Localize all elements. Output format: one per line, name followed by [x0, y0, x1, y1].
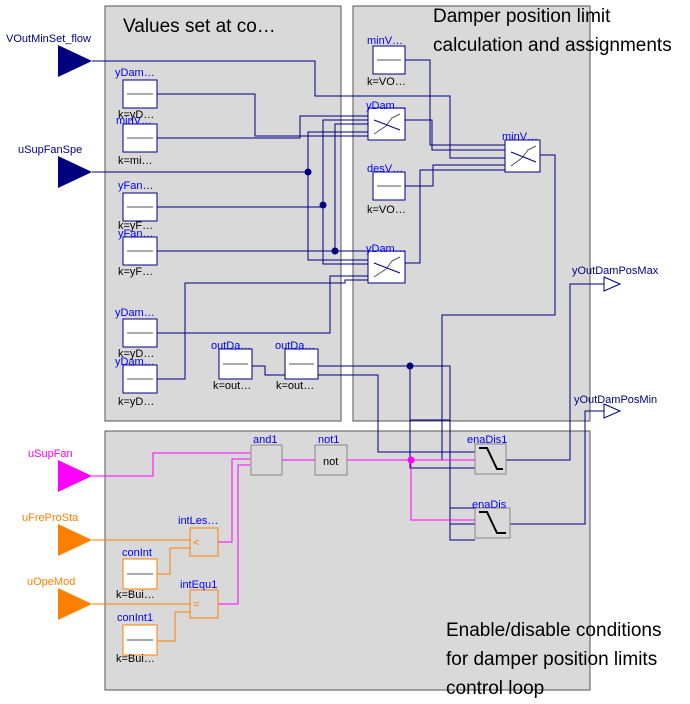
const-outdam-2-param: k=out… — [276, 380, 314, 392]
line-block-right-name: minV… — [502, 131, 538, 143]
limit-group-title-line2: calculation and assignments — [433, 35, 672, 56]
intequ1-block[interactable]: = intEqu1 — [180, 579, 219, 619]
input-u-fre-pro-sta[interactable]: uFreProSta — [22, 512, 92, 556]
const-conint-param: k=Bui… — [116, 589, 155, 601]
const-minv-1[interactable]: minV… k=mi… — [116, 115, 158, 167]
intles-block[interactable]: < intLes… — [178, 515, 219, 557]
enadis-switch[interactable]: enaDis — [472, 499, 511, 539]
intequ1-name: intEqu1 — [180, 579, 217, 591]
const-conint1-param: k=Bui… — [116, 653, 155, 665]
const-yfan-2[interactable]: yFan… k=yF… — [118, 228, 158, 278]
const-yfan-2-param: k=yF… — [118, 266, 153, 278]
line-block-upper[interactable]: yDam… — [366, 100, 406, 141]
intequ1-symbol: = — [193, 599, 199, 611]
const-conint[interactable]: conInt k=Bui… — [116, 547, 158, 601]
line-block-right[interactable]: minV… — [502, 131, 541, 173]
const-ydam-1-param: k=yD… — [118, 109, 154, 121]
integer-signal-wires — [92, 539, 190, 642]
const-ydam-3[interactable]: yDam… k=yD… — [115, 356, 158, 408]
line-block-upper-name: yDam… — [366, 100, 406, 112]
enadis1-switch[interactable]: enaDis1 — [467, 434, 507, 475]
output-y-out-dam-pos-max-label: yOutDamPosMax — [572, 265, 659, 277]
const-outdam-2[interactable]: outDa… k=out… — [275, 340, 319, 392]
const-ydam-3-name: yDam… — [115, 356, 155, 368]
limit-group-title-line1: Damper position limit — [433, 6, 611, 27]
input-u-sup-fan-label: uSupFan — [28, 448, 73, 460]
const-outdam-1-name: outDa… — [211, 340, 251, 352]
const-ydam-3-param: k=yD… — [118, 396, 154, 408]
const-yfan-1[interactable]: yFan… k=yF… — [118, 180, 158, 232]
const-yfan-2-name: yFan… — [118, 228, 153, 240]
input-vout-min-set-flow[interactable]: VOutMinSet_flow — [6, 33, 92, 77]
enadis-name: enaDis — [472, 499, 507, 511]
const-outdam-1[interactable]: outDa… k=out… — [211, 340, 253, 392]
const-minv-right-name: minV… — [367, 35, 403, 47]
const-ydam-1[interactable]: yDam… k=yD… — [115, 67, 158, 121]
const-conint1[interactable]: conInt1 k=Bui… — [116, 612, 158, 665]
output-y-out-dam-pos-min[interactable]: yOutDamPosMin — [574, 394, 657, 419]
const-ydam-2[interactable]: yDam… k=yD… — [115, 307, 158, 360]
input-vout-min-set-flow-label: VOutMinSet_flow — [6, 33, 91, 45]
input-u-sup-fan-spe[interactable]: uSupFanSpe — [18, 144, 92, 188]
constants-group-title: Values set at co… — [123, 16, 276, 37]
wire-junctions — [304, 168, 414, 370]
input-u-ope-mod[interactable]: uOpeMod — [27, 576, 92, 620]
input-u-sup-fan[interactable]: uSupFan — [28, 448, 92, 492]
output-y-out-dam-pos-min-label: yOutDamPosMin — [574, 394, 657, 406]
not1-name: not1 — [318, 434, 339, 446]
enadis1-name: enaDis1 — [467, 434, 507, 446]
enable-group-title-line1: Enable/disable conditions — [446, 620, 662, 641]
limit-group-panel — [352, 5, 591, 422]
input-u-fre-pro-sta-label: uFreProSta — [22, 512, 79, 524]
intles-symbol: < — [193, 537, 199, 549]
not1-block[interactable]: not not1 — [314, 434, 348, 476]
const-conint1-name: conInt1 — [117, 612, 153, 624]
const-ydam-2-param: k=yD… — [118, 348, 154, 360]
const-desv[interactable]: desV… k=VO… — [367, 163, 406, 216]
const-outdam-1-param: k=out… — [213, 380, 251, 392]
const-ydam-2-name: yDam… — [115, 307, 155, 319]
and1-block[interactable]: and1 — [250, 434, 283, 476]
and1-name: and1 — [253, 434, 277, 446]
output-y-out-dam-pos-max[interactable]: yOutDamPosMax — [572, 265, 659, 292]
intles-name: intLes… — [178, 515, 218, 527]
const-minv-1-param: k=mi… — [118, 155, 153, 167]
const-minv-right-param: k=VO… — [367, 76, 406, 88]
const-ydam-1-name: yDam… — [115, 67, 155, 79]
const-yfan-1-name: yFan… — [118, 180, 153, 192]
const-desv-name: desV… — [367, 163, 403, 175]
const-conint-name: conInt — [122, 547, 152, 559]
const-outdam-2-name: outDa… — [275, 340, 315, 352]
const-desv-param: k=VO… — [367, 204, 406, 216]
const-yfan-1-param: k=yF… — [118, 220, 153, 232]
const-minv-1-name: minV… — [116, 115, 152, 127]
not1-text: not — [323, 456, 338, 468]
line-block-lower[interactable]: yDam… — [366, 243, 406, 284]
enable-group-title-line2: for damper position limits — [446, 649, 657, 670]
input-u-ope-mod-label: uOpeMod — [27, 576, 75, 588]
enable-group-title-line3: control loop — [446, 678, 544, 699]
line-block-lower-name: yDam… — [366, 243, 406, 255]
input-u-sup-fan-spe-label: uSupFanSpe — [18, 144, 82, 156]
const-minv-right[interactable]: minV… k=VO… — [367, 35, 406, 88]
boolean-junction — [407, 456, 415, 464]
